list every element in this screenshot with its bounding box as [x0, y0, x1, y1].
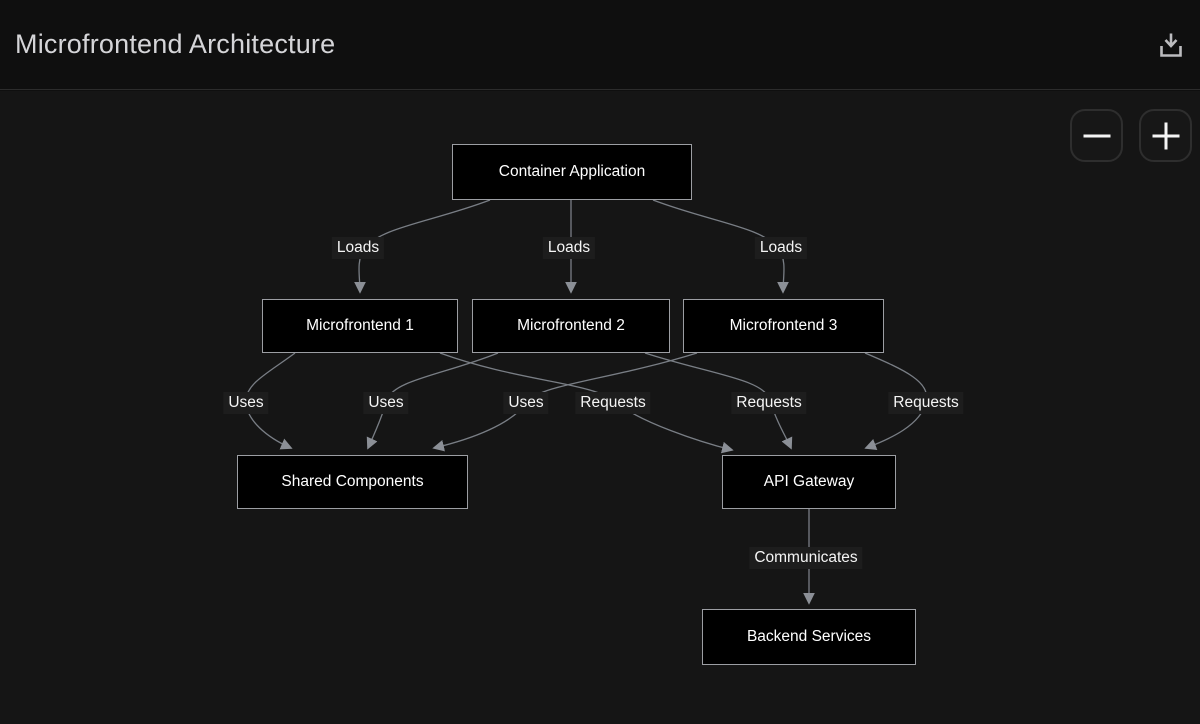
edge-label-requests: Requests: [888, 392, 964, 414]
zoom-out-button[interactable]: [1070, 109, 1123, 162]
edge-label-requests: Requests: [575, 392, 651, 414]
download-icon: [1160, 33, 1182, 57]
edge-label-loads: Loads: [542, 237, 596, 259]
edge-label-uses: Uses: [503, 392, 549, 414]
edge-mf3-shared: [432, 352, 698, 452]
node-microfrontend-1: Microfrontend 1: [262, 299, 458, 353]
download-button[interactable]: [1150, 24, 1192, 66]
node-container-application: Container Application: [452, 144, 692, 200]
edge-label-loads: Loads: [754, 237, 808, 259]
minus-icon: [1083, 134, 1110, 137]
node-backend-services: Backend Services: [702, 609, 916, 665]
edge-label-loads: Loads: [331, 237, 385, 259]
node-api-gateway: API Gateway: [722, 455, 896, 509]
header: Microfrontend Architecture: [0, 0, 1200, 90]
page-title: Microfrontend Architecture: [15, 29, 336, 59]
node-microfrontend-2: Microfrontend 2: [472, 299, 670, 353]
edge-label-requests: Requests: [731, 392, 807, 414]
node-shared-components: Shared Components: [237, 455, 468, 509]
edge-label-uses: Uses: [223, 392, 269, 414]
diagram-canvas[interactable]: Container Application Microfrontend 1 Mi…: [0, 91, 1200, 724]
zoom-controls: [1070, 109, 1192, 162]
plus-icon: [1164, 122, 1167, 149]
zoom-in-button[interactable]: [1139, 109, 1192, 162]
node-microfrontend-3: Microfrontend 3: [683, 299, 884, 353]
edge-label-communicates: Communicates: [749, 547, 863, 569]
edge-label-uses: Uses: [363, 392, 409, 414]
